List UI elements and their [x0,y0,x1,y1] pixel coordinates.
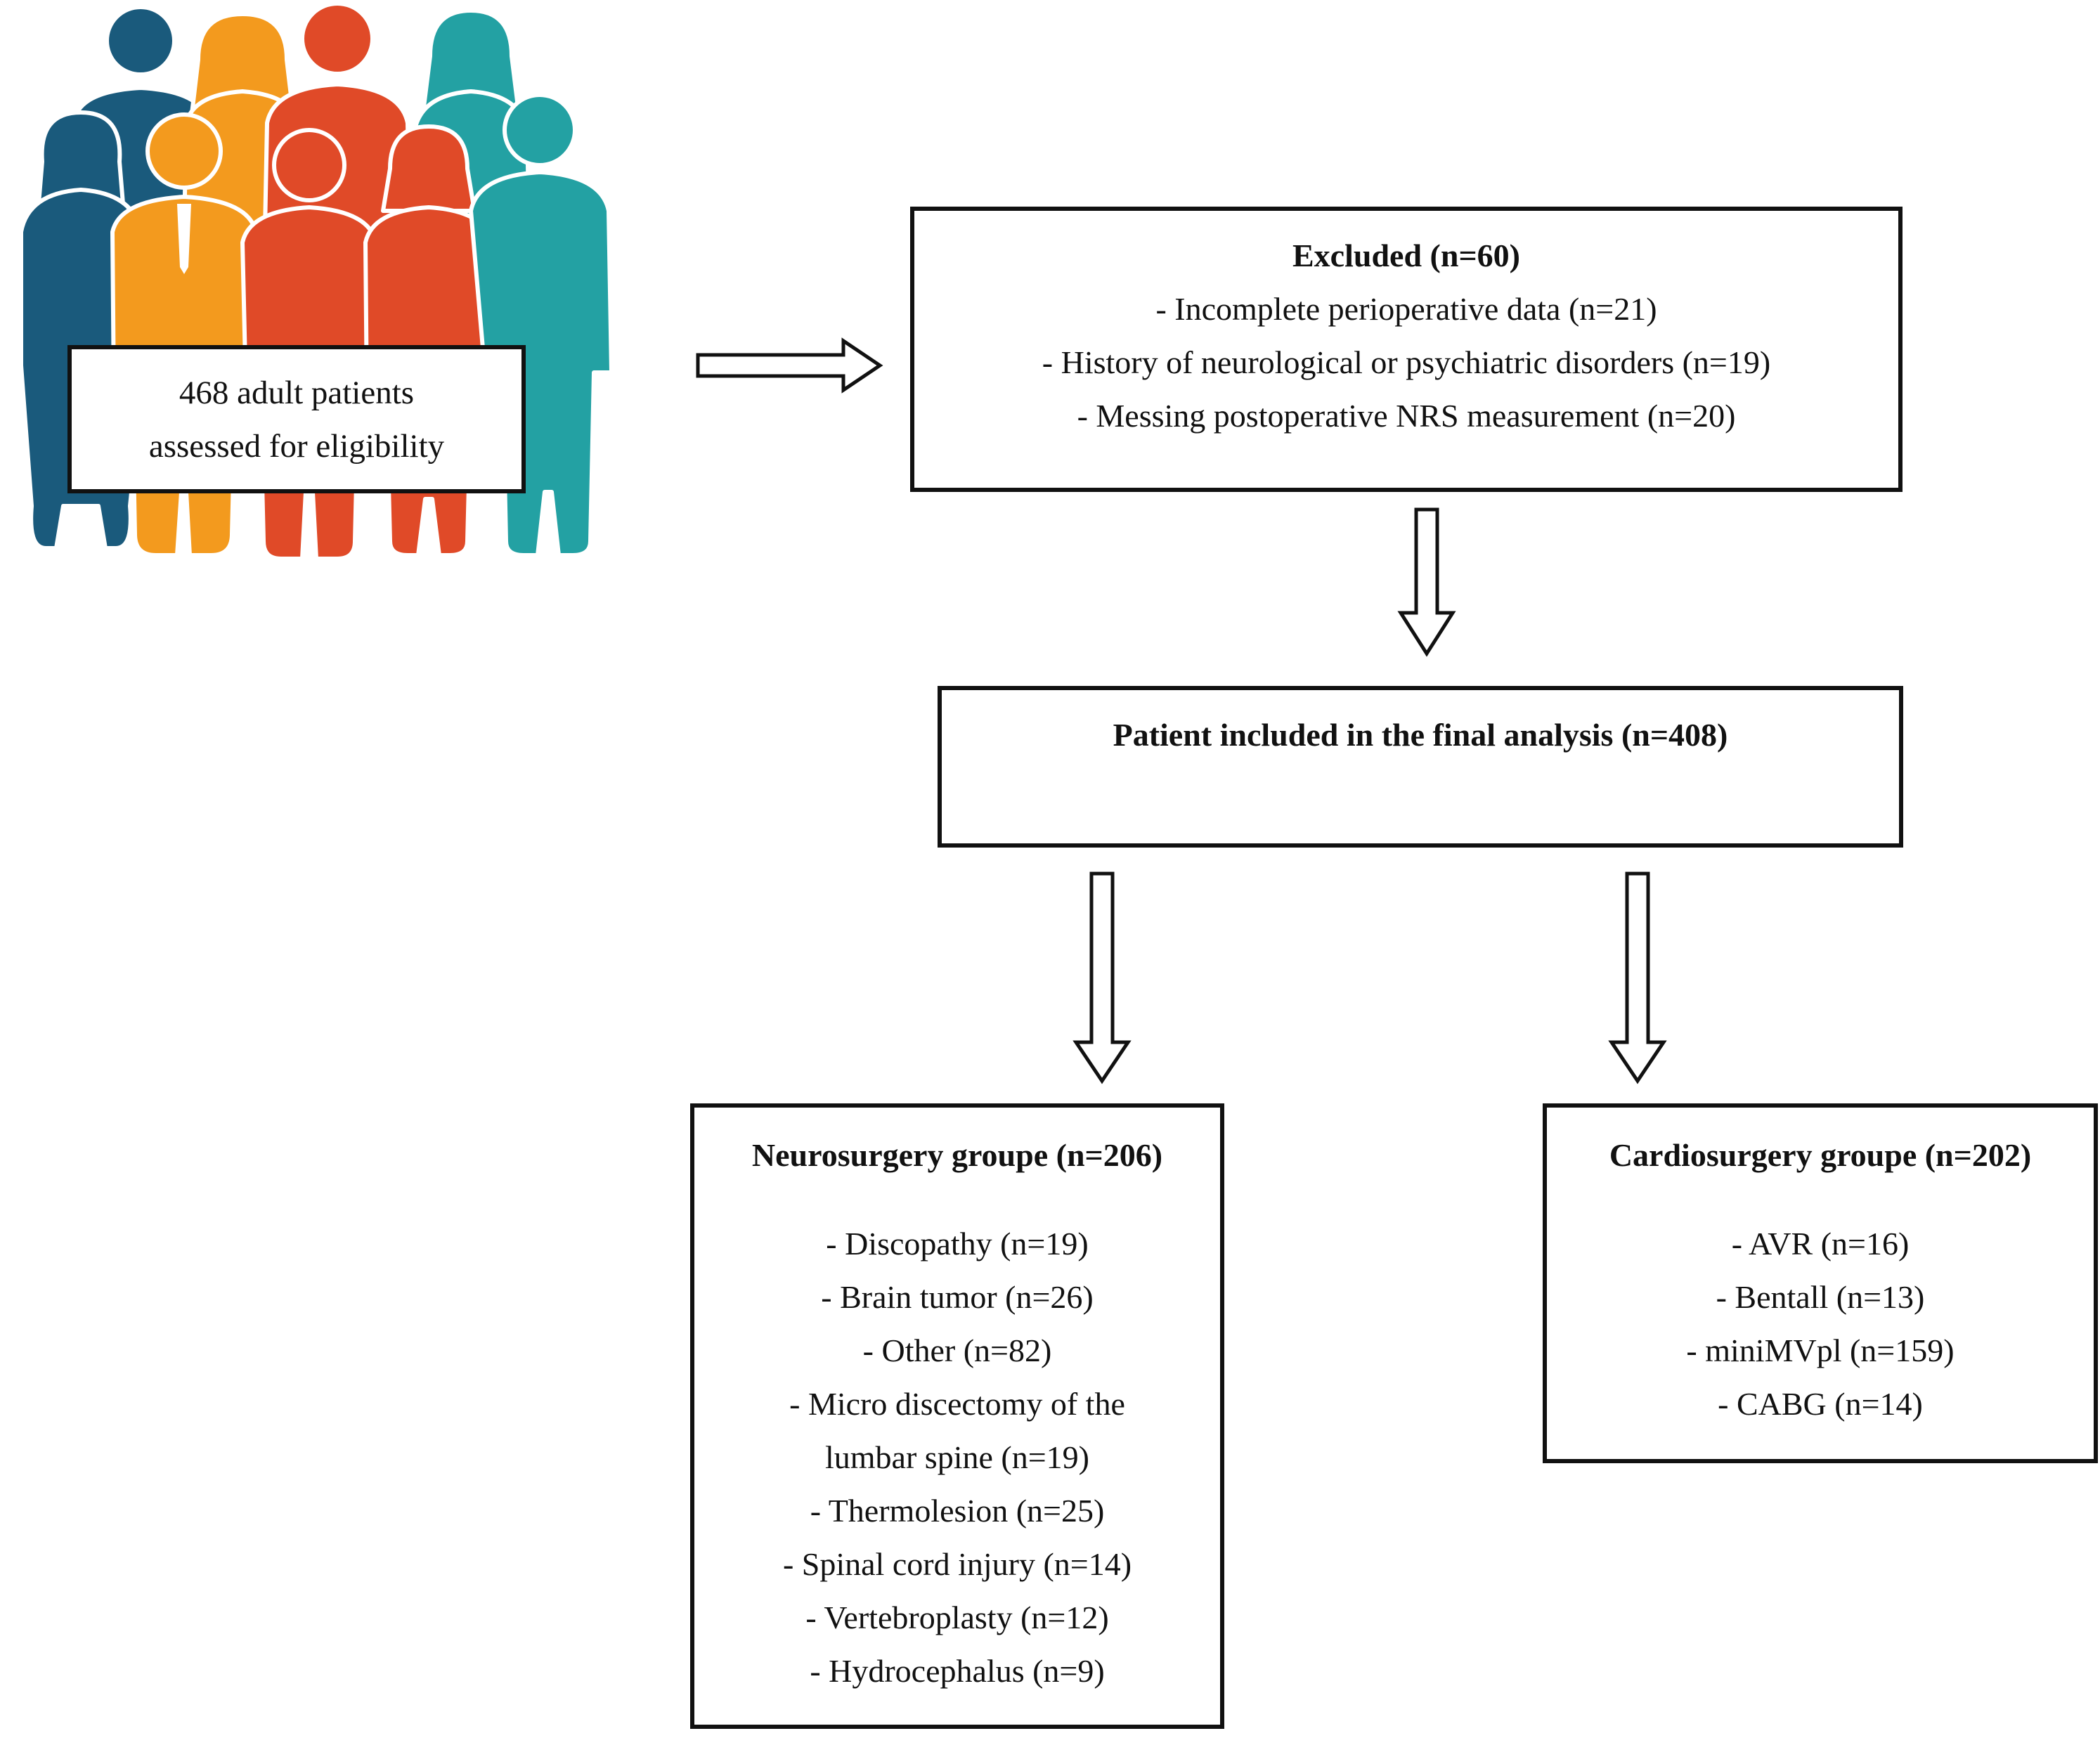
neurosurgery-item: - Brain tumor (n=26) [821,1279,1094,1315]
cardiosurgery-title: Cardiosurgery groupe (n=202) [1609,1137,2032,1173]
neurosurgery-item: - Discopathy (n=19) [826,1226,1089,1262]
cardiosurgery-item: - AVR (n=16) [1731,1226,1910,1262]
arrow-down-icon [1397,507,1456,657]
neurosurgery-item: lumbar spine (n=19) [825,1439,1089,1475]
excluded-item: - Messing postoperative NRS measurement … [1077,398,1736,434]
cardiosurgery-item: - CABG (n=14) [1718,1386,1923,1422]
neurosurgery-title: Neurosurgery groupe (n=206) [751,1137,1163,1173]
cardiosurgery-box: Cardiosurgery groupe (n=202) - AVR (n=16… [1543,1103,2098,1463]
neurosurgery-item: - Micro discectomy of the [789,1386,1125,1422]
excluded-item: - History of neurological or psychiatric… [1042,344,1771,380]
included-title: Patient included in the final analysis (… [1113,717,1728,753]
arrow-right-icon [696,337,883,394]
assessed-box: 468 adult patients assessed for eligibil… [67,345,526,493]
neurosurgery-item: - Spinal cord injury (n=14) [782,1546,1132,1582]
cardiosurgery-item: - miniMVpl (n=159) [1686,1332,1955,1368]
excluded-box: Excluded (n=60) - Incomplete perioperati… [910,207,1903,492]
neurosurgery-box: Neurosurgery groupe (n=206) - Discopathy… [690,1103,1224,1729]
neurosurgery-item: - Thermolesion (n=25) [810,1493,1105,1529]
neurosurgery-item: - Vertebroplasty (n=12) [805,1600,1109,1635]
neurosurgery-item: - Other (n=82) [862,1332,1052,1368]
excluded-title: Excluded (n=60) [1292,238,1520,273]
assessed-line: 468 adult patients [179,375,415,411]
included-box: Patient included in the final analysis (… [938,686,1903,848]
assessed-line: assessed for eligibility [148,428,445,465]
neurosurgery-item: - Hydrocephalus (n=9) [810,1653,1105,1689]
cardiosurgery-item: - Bentall (n=13) [1716,1279,1925,1315]
arrow-down-icon [1072,871,1132,1084]
arrow-down-icon [1608,871,1667,1084]
excluded-item: - Incomplete perioperative data (n=21) [1155,291,1657,327]
